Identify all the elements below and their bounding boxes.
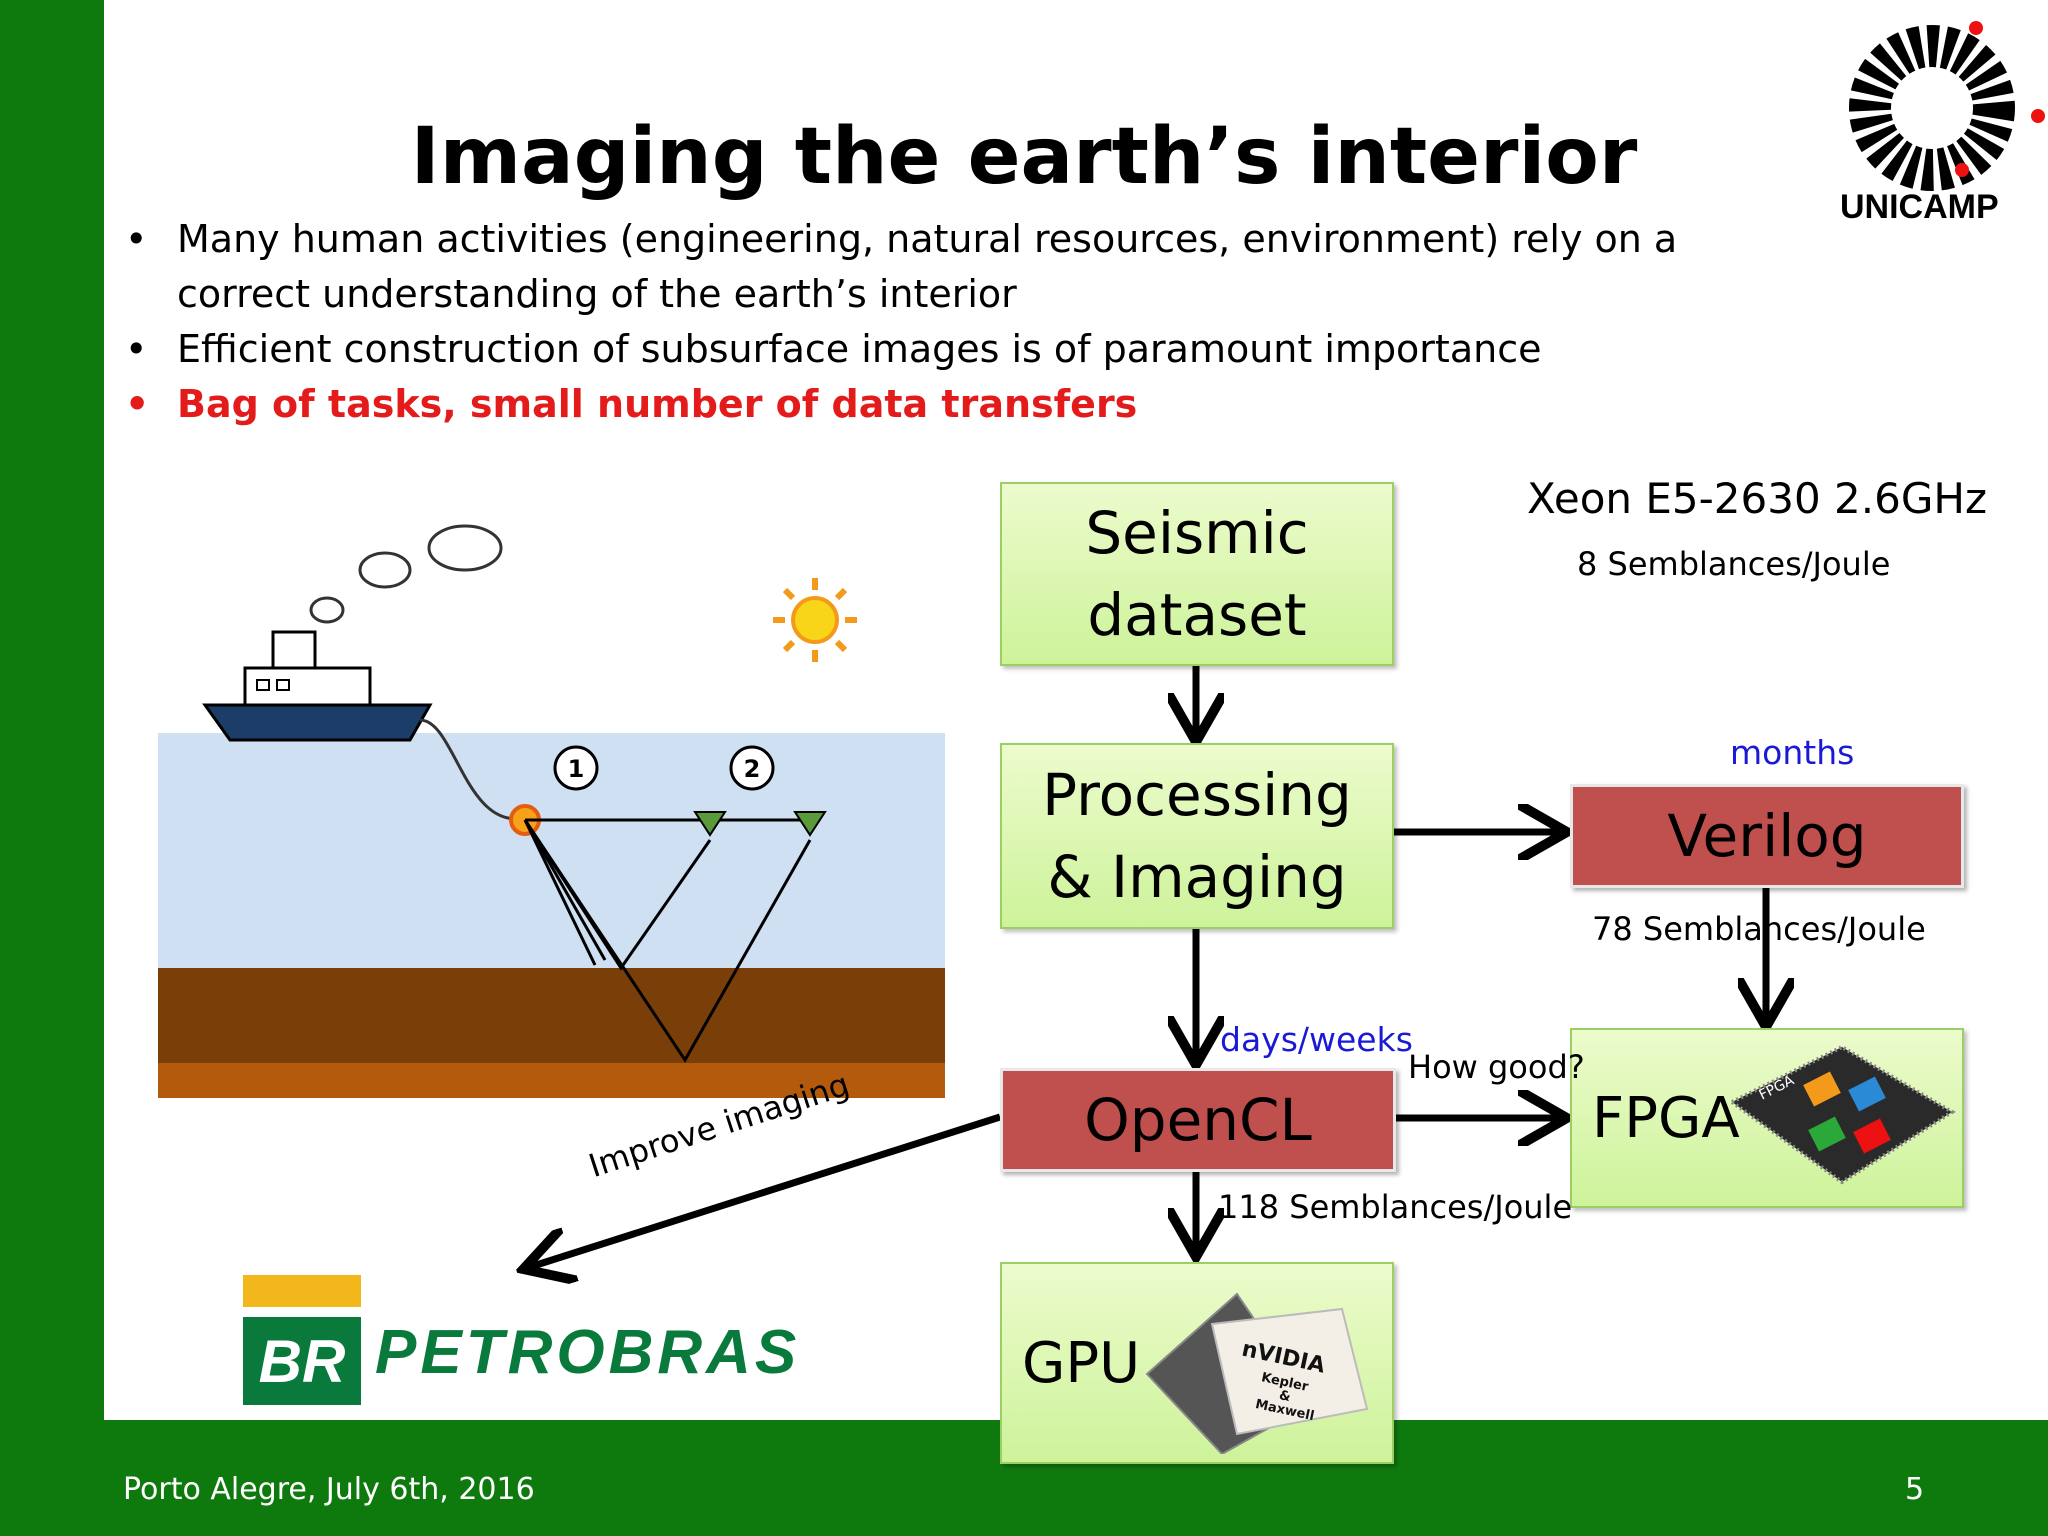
processing-imaging-box: Processing & Imaging: [1000, 743, 1394, 929]
seismic-survey-illustration: 1 2: [155, 510, 955, 1100]
svg-text:UNICAMP: UNICAMP: [1840, 188, 1999, 226]
ray-paths: [523, 819, 812, 1063]
unicamp-logo: UNICAMP: [1830, 18, 2048, 228]
fpga-box: FPGA FPGA: [1570, 1028, 1964, 1208]
gpu-chip-icon: nVIDIA Kepler & Maxwell: [1145, 1292, 1369, 1454]
unicamp-emblem-icon: UNICAMP: [1840, 21, 2045, 226]
marker-1: 1: [553, 745, 599, 791]
slide-number: 5: [1905, 1472, 1925, 1507]
slide-title: Imaging the earth’s interior: [410, 112, 1638, 202]
petrobras-logo: BR PETROBRAS: [243, 1275, 823, 1405]
months-label: months: [1730, 733, 1855, 772]
opencl-box: OpenCL: [1000, 1068, 1396, 1172]
footer-location-date: Porto Alegre, July 6th, 2016: [123, 1472, 535, 1507]
bullet-item: •Many human activities (engineering, nat…: [125, 217, 1678, 316]
how-good-label: How good?: [1408, 1048, 1585, 1086]
seismic-dataset-box: Seismic dataset: [1000, 482, 1394, 666]
bullet-list: •Many human activities (engineering, nat…: [125, 212, 1825, 432]
svg-text:2: 2: [744, 755, 761, 783]
svg-text:1: 1: [568, 755, 585, 783]
svg-text:&: &: [1278, 1388, 1292, 1405]
xeon-rate: 8 Semblances/Joule: [1577, 545, 1891, 583]
petrobras-br-mark: BR: [243, 1317, 361, 1405]
verilog-rate: 78 Semblances/Joule: [1592, 910, 1926, 948]
bullet-item-highlight: •Bag of tasks, small number of data tran…: [125, 382, 1138, 426]
petrobras-wordmark: PETROBRAS: [375, 1318, 801, 1387]
opencl-rate: 118 Semblances/Joule: [1218, 1188, 1573, 1226]
fpga-chip-icon: FPGA: [1728, 1044, 1956, 1185]
verilog-box: Verilog: [1570, 784, 1964, 888]
sun-icon: [773, 578, 857, 662]
gpu-box: GPU nVIDIA Kepler & Maxwell: [1000, 1262, 1394, 1464]
days-weeks-label: days/weeks: [1220, 1020, 1413, 1059]
marker-2: 2: [729, 745, 775, 791]
ship-icon: [202, 630, 433, 742]
bullet-item: •Efficient construction of subsurface im…: [125, 327, 1542, 371]
cloud-icon: [309, 524, 503, 624]
xeon-title: Xeon E5-2630 2.6GHz: [1527, 474, 1988, 523]
left-green-bar: [0, 0, 104, 1536]
